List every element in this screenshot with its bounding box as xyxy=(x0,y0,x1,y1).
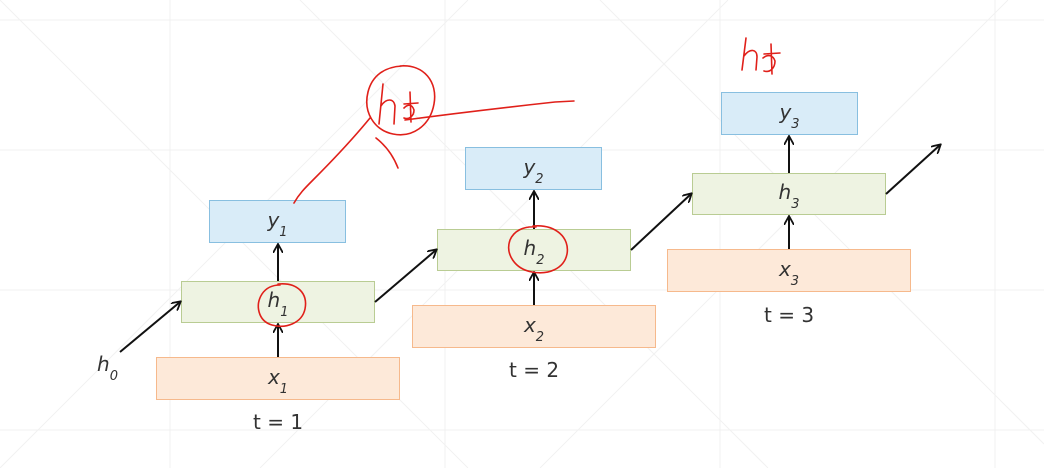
input-box-x3: x3 xyxy=(667,249,911,292)
output-box-y1: y1 xyxy=(209,200,346,243)
arrow-h1-h2 xyxy=(374,250,436,303)
output-label-y3: y3 xyxy=(779,99,800,132)
hidden-box-h3: h3 xyxy=(692,173,886,215)
input-box-x2: x2 xyxy=(412,305,656,348)
arrow-h2-h3 xyxy=(630,194,691,251)
output-label-y2: y2 xyxy=(523,154,544,187)
output-label-y1: y1 xyxy=(267,207,288,240)
time-label-3: t = 3 xyxy=(764,303,815,327)
output-box-y3: y3 xyxy=(721,92,858,135)
time-label-1: t = 1 xyxy=(253,410,304,434)
time-label-2: t = 2 xyxy=(509,358,560,382)
arrow-h0-h1 xyxy=(119,302,180,353)
output-box-y2: y2 xyxy=(465,147,602,190)
input-label-x1: x1 xyxy=(267,364,289,397)
arrow-h3-next xyxy=(885,145,940,195)
input-label-x3: x3 xyxy=(778,256,800,289)
hidden-label-h3: h3 xyxy=(778,180,800,212)
input-box-x1: x1 xyxy=(156,357,400,400)
initial-state-label-h0: h0 xyxy=(97,352,118,384)
input-label-x2: x2 xyxy=(523,312,545,345)
